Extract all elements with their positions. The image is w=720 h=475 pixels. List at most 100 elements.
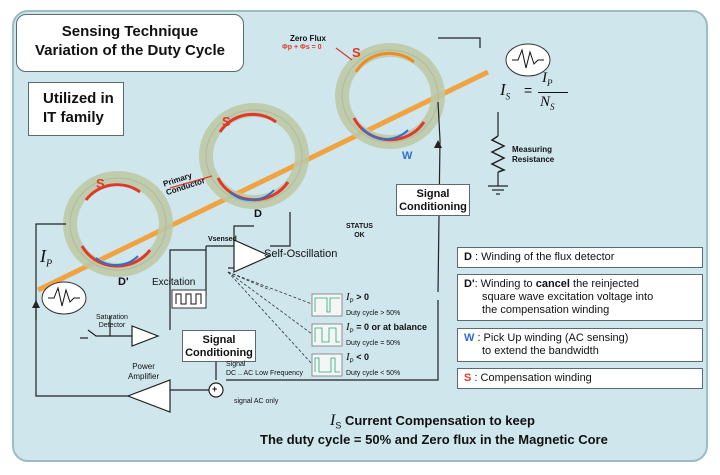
measuring-label-1: Measuring	[512, 145, 553, 154]
flux-equation: Φp + Φs = 0	[282, 44, 322, 51]
duty-cond-3-post: < 0	[353, 352, 369, 362]
legend-w: W : Pick Up winding (AC sensing) to exte…	[457, 328, 703, 362]
measuring-label-2: Resistance	[512, 155, 555, 164]
legend-w-key: W	[464, 332, 475, 344]
signal-conditioning-right-line-1: Signal	[416, 188, 450, 200]
waveform-bubble-right	[505, 43, 551, 77]
signal-dc-label: Signal DC .. AC Low Frequency	[226, 360, 303, 378]
signal-conditioning-bottom-line-1: Signal	[202, 334, 236, 346]
signal-conditioning-right-line-2: Conditioning	[399, 201, 467, 213]
saturation-detector-amp	[131, 325, 160, 347]
duty-value-1: Duty cycle > 50%	[346, 309, 401, 317]
signal-ac-label: signal AC only	[234, 398, 279, 405]
legend-d-prime-text: : Winding to	[474, 278, 536, 290]
toroid-core-3	[335, 43, 445, 149]
duty-chart-1	[311, 293, 343, 317]
winding-d-prime-label: D'	[118, 276, 129, 288]
legend-d-prime-bold: cancel	[535, 278, 570, 290]
signal-conditioning-box-bottom: Signal Conditioning	[182, 330, 256, 362]
title-line-1: Sensing Technique	[61, 23, 199, 40]
utilized-line-2: IT family	[43, 109, 104, 126]
summing-plus: +	[212, 384, 218, 394]
winding-s-label-3: S	[352, 45, 361, 60]
legend-d-prime-key: D'	[464, 278, 475, 290]
duty-cond-2-symbol: I	[346, 321, 350, 333]
ip-subscript: P	[46, 258, 53, 270]
duty-cond-3: IP < 0	[346, 352, 400, 368]
primary-conductor	[36, 69, 490, 293]
duty-cond-3-sub: P	[349, 358, 354, 365]
legend-d-prime-line-2: square wave excitation voltage into	[482, 291, 654, 303]
legend-s-text: : Compensation winding	[471, 372, 592, 384]
formula-equals: =	[524, 82, 533, 98]
formula-numerator-symbol: I	[542, 70, 547, 86]
legend-d-prime-text2: the reinjected	[569, 278, 640, 290]
formula-fraction-bar	[538, 92, 568, 93]
legend-d-prime: D': Winding to cancel the reinjected squ…	[457, 274, 703, 321]
status-line-2: OK	[354, 232, 365, 239]
winding-s-label-2: S	[222, 114, 231, 129]
duty-cond-2-sub: P	[349, 328, 354, 335]
legend-d-prime-line-3: the compensation winding	[482, 304, 610, 316]
toroid-core-2	[199, 103, 309, 209]
legend-w-line-2: to extend the bandwidth	[482, 345, 599, 357]
formula-numerator-subscript: P	[547, 78, 553, 88]
duty-label-2: IP = 0 or at balance Duty cycle = 50%	[346, 322, 427, 349]
footer-is-subscript: S	[335, 420, 342, 431]
formula-denominator-subscript: S	[550, 102, 555, 112]
power-amp-label-2: Amplifier	[128, 372, 160, 381]
power-amplifier	[126, 379, 171, 413]
summing-node	[208, 382, 224, 398]
signal-dc-line-2: DC .. AC Low Frequency	[226, 370, 304, 377]
utilized-box: Utilized in IT family	[28, 82, 124, 136]
winding-s-label-1: S	[96, 176, 105, 191]
duty-chart-3	[311, 353, 343, 377]
formula-denominator: NS	[540, 94, 555, 112]
duty-value-2: Duty cycle = 50%	[346, 339, 401, 347]
footer-is-symbol: I	[330, 412, 336, 429]
duty-cond-1-sub: P	[349, 298, 354, 305]
utilized-line-1: Utilized in	[43, 90, 114, 107]
vsensed-label: Vsensed	[208, 236, 237, 243]
duty-value-3: Duty cycle < 50%	[346, 369, 401, 377]
legend-d: D : Winding of the flux detector	[457, 247, 703, 268]
footer-line-2: The duty cycle = 50% and Zero flux in th…	[260, 432, 608, 447]
title-box: Sensing Technique Variation of the Duty …	[16, 14, 244, 72]
ip-label: IP	[40, 246, 52, 270]
measuring-resistance-label: Measuring Resistance	[512, 145, 554, 165]
formula-is-subscript: S	[505, 91, 511, 102]
waveform-bubble-left	[41, 281, 87, 315]
status-label: STATUS OK	[346, 222, 373, 240]
duty-cond-2: IP = 0 or at balance	[346, 322, 427, 338]
title-line-2: Variation of the Duty Cycle	[34, 42, 226, 59]
formula-denominator-symbol: N	[540, 94, 551, 110]
duty-cond-1-post: > 0	[353, 292, 369, 302]
signal-conditioning-bottom-line-2: Conditioning	[185, 347, 253, 359]
self-oscillation-amp	[233, 239, 272, 273]
measuring-resistor	[490, 135, 506, 173]
saturation-label-2: Detector	[98, 322, 126, 329]
legend-d-text: : Winding of the flux detector	[471, 251, 615, 263]
duty-cond-1: IP > 0	[346, 292, 400, 308]
formula-numerator: IP	[542, 70, 553, 88]
formula-is: IS	[500, 80, 510, 101]
legend-s: S : Compensation winding	[457, 368, 703, 389]
legend-s-key: S	[464, 372, 472, 384]
power-amp-label-1: Power	[132, 362, 155, 371]
power-amplifier-label: Power Amplifier	[128, 362, 159, 382]
status-line-1: STATUS	[346, 223, 373, 230]
duty-label-1: IP > 0 Duty cycle > 50%	[346, 292, 400, 319]
saturation-label-1: Saturation	[96, 314, 128, 321]
footer-line-1: IS Current Compensation to keep	[330, 412, 535, 431]
signal-dc-line-1: Signal	[226, 361, 246, 368]
footer-line-1-text: Current Compensation to keep	[341, 413, 535, 428]
duty-chart-2	[311, 323, 343, 347]
saturation-detector-label: Saturation Detector	[96, 314, 128, 330]
excitation-label: Excitation	[152, 277, 196, 288]
legend-w-text: : Pick Up winding (AC sensing)	[474, 332, 629, 344]
legend-d-key: D	[464, 251, 472, 263]
signal-conditioning-box-right: Signal Conditioning	[396, 184, 470, 216]
zero-flux-label: Zero Flux	[290, 34, 327, 43]
duty-cond-3-symbol: I	[346, 351, 350, 363]
